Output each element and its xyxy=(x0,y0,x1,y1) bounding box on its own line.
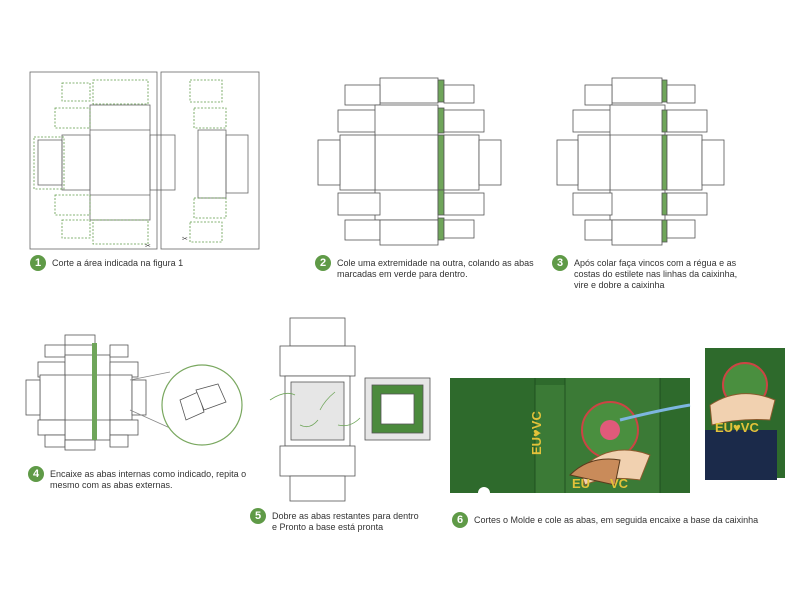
step-3-number-badge: 3 xyxy=(552,255,568,271)
figure-3-creased-net xyxy=(556,77,725,246)
step-6: 6 Cortes o Molde e cole as abas, em segu… xyxy=(452,512,758,528)
step-5: 5 Dobre as abas restantes para dentro e … xyxy=(250,508,419,533)
step-1: 1 Corte a área indicada na figura 1 xyxy=(30,255,183,271)
svg-text:VC: VC xyxy=(610,476,629,491)
svg-text:✂: ✂ xyxy=(182,236,188,243)
svg-text:✂: ✂ xyxy=(145,243,151,250)
svg-text:EU: EU xyxy=(572,476,590,491)
template-frame-left xyxy=(29,71,158,250)
step-6-number-badge: 6 xyxy=(452,512,468,528)
step-3: 3 Após colar faça vincos com a régua e a… xyxy=(552,255,737,291)
figure-2-box-net xyxy=(317,77,502,246)
step-3-caption: Após colar faça vincos com a régua e as … xyxy=(574,258,738,290)
step-2: 2 Cole uma extremidade na outra, colando… xyxy=(315,255,534,280)
figure-6-printed-mould: EU♥VC EU VC EU♥VC xyxy=(450,348,785,493)
step-2-caption: Cole uma extremidade na outra, colando a… xyxy=(337,258,534,279)
step-4-caption: Encaixe as abas internas como indicado, … xyxy=(50,469,247,490)
step-1-caption: Corte a área indicada na figura 1 xyxy=(52,258,184,268)
svg-text:EU♥VC: EU♥VC xyxy=(529,411,544,455)
template-frame-right xyxy=(160,71,260,250)
step-2-number-badge: 2 xyxy=(315,255,331,271)
step-5-number-badge: 5 xyxy=(250,508,266,524)
step-4: 4 Encaixe as abas internas como indicado… xyxy=(28,466,246,491)
figure-5-fold-remaining xyxy=(269,317,431,502)
step-4-number-badge: 4 xyxy=(28,466,44,482)
figure-1-cut-template: ✂ ✂ xyxy=(29,71,260,250)
step-1-number-badge: 1 xyxy=(30,255,46,271)
svg-text:EU♥VC: EU♥VC xyxy=(715,420,759,435)
figure-4-fold-inner-flaps xyxy=(25,334,243,451)
step-6-caption: Cortes o Molde e cole as abas, em seguid… xyxy=(474,515,759,525)
step-5-caption: Dobre as abas restantes para dentro e Pr… xyxy=(272,511,419,532)
